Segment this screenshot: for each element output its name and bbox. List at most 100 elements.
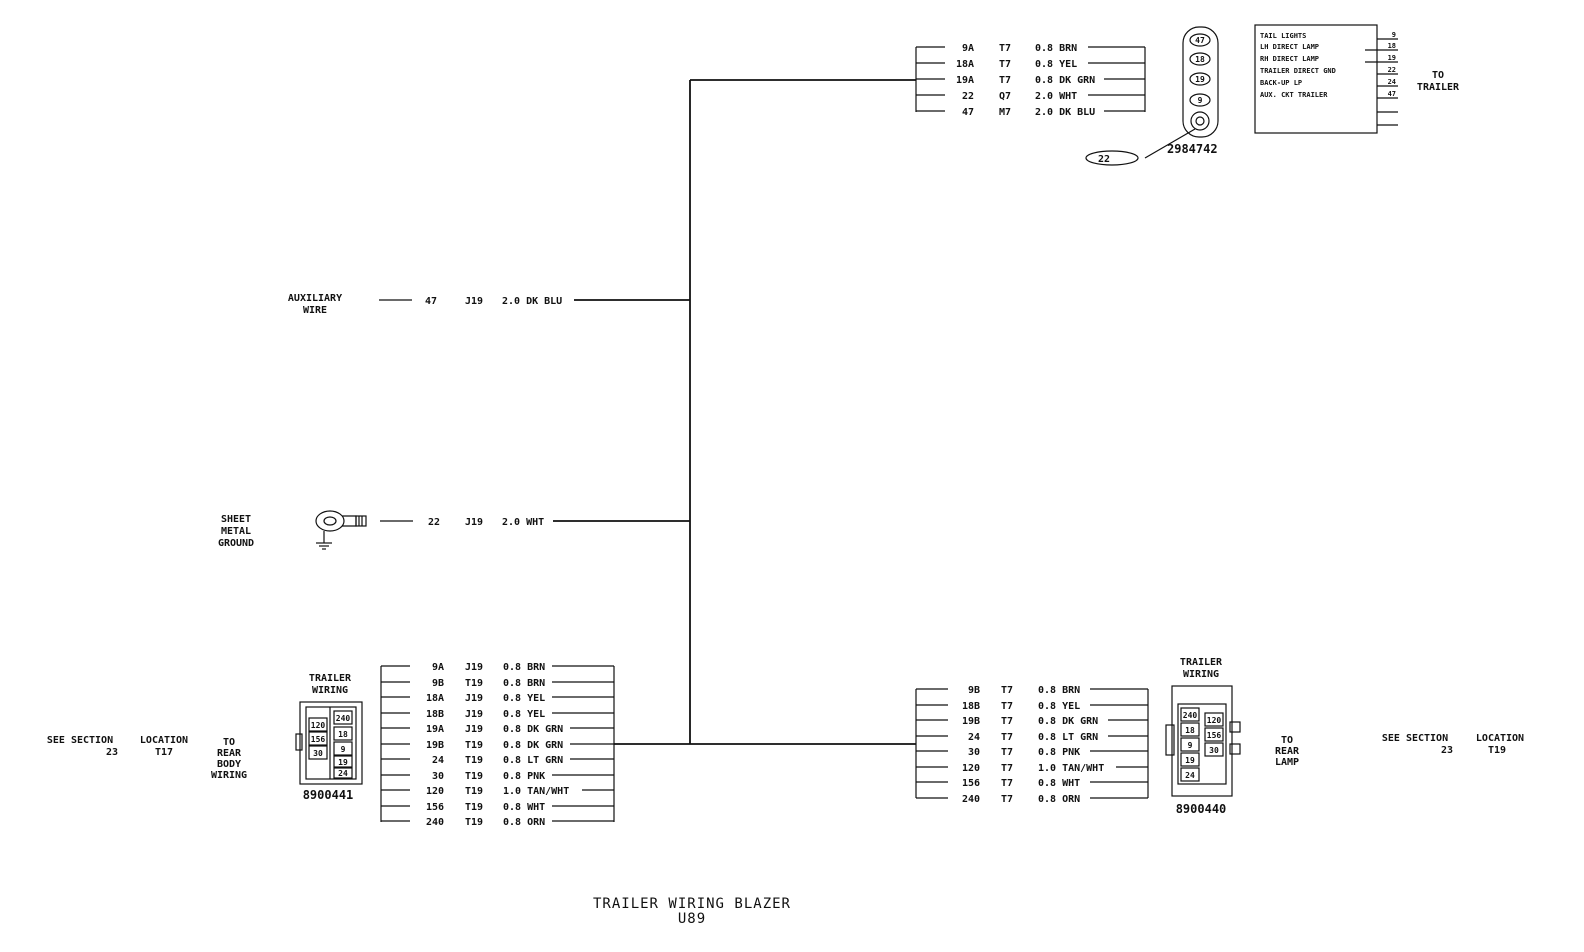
- left-wire-row: 240 T19 0.8 ORN: [381, 817, 614, 828]
- left-wire-row: 9B T19 0.8 BRN: [381, 678, 614, 689]
- top-wire-row: 18A T7 0.8 YEL: [916, 59, 1145, 70]
- svg-text:19: 19: [1195, 75, 1205, 84]
- left-wire-row: 30 T19 0.8 PNK: [381, 771, 614, 782]
- see-section-label: SEE SECTION: [47, 735, 113, 746]
- wire-location: T19: [465, 755, 483, 766]
- svg-text:19: 19: [1185, 756, 1195, 765]
- svg-text:47: 47: [1195, 36, 1205, 45]
- wire-circuit: 19A: [956, 75, 974, 86]
- wire-circuit: 24: [432, 755, 444, 766]
- connector-pin: 9: [1180, 737, 1200, 752]
- wire-spec: 0.8 BRN: [1035, 43, 1077, 54]
- trailer-function-box: TAIL LIGHTS 9 LH DIRECT LAMP 18 RH DIREC…: [1254, 24, 1460, 134]
- left-wire-row: 19A J19 0.8 DK GRN: [381, 724, 614, 735]
- plug-pin: 9: [1189, 93, 1211, 107]
- connector-pin: 240: [333, 710, 353, 725]
- connector-pin: 30: [308, 745, 328, 760]
- function-row: TAIL LIGHTS 9: [1260, 31, 1398, 40]
- wire-spec: 0.8 ORN: [503, 817, 545, 828]
- destination-label: BODY: [217, 759, 241, 770]
- plug-ground-pin: [1190, 111, 1210, 131]
- right-wire-row: 156 T7 0.8 WHT: [916, 778, 1148, 789]
- left-wire-row: 18A J19 0.8 YEL: [381, 693, 614, 704]
- wire-location: T7: [999, 43, 1011, 54]
- wire-spec: 2.0 WHT: [502, 517, 544, 528]
- connector-title: WIRING: [1183, 669, 1219, 680]
- wire-location: M7: [999, 107, 1011, 118]
- wire-location: J19: [465, 693, 483, 704]
- right-wire-row: 19B T7 0.8 DK GRN: [916, 716, 1148, 727]
- section-number: 23: [1441, 745, 1453, 756]
- right-wire-row: 120 T7 1.0 TAN/WHT: [916, 763, 1148, 774]
- to-trailer-label: TO: [1432, 70, 1444, 81]
- right-trailer-wiring-connector: TRAILER WIRING 240 120 18 156 9 30: [1165, 657, 1241, 816]
- wire-circuit: 18B: [426, 709, 444, 720]
- function-row: AUX. CKT TRAILER 47: [1260, 90, 1398, 99]
- location-label: LOCATION: [1476, 733, 1524, 744]
- wire-location: T19: [465, 678, 483, 689]
- svg-text:47: 47: [1388, 90, 1396, 98]
- connector-pin: 18: [333, 726, 353, 741]
- destination-label: TO: [1281, 735, 1293, 746]
- wire-spec: 0.8 WHT: [503, 802, 545, 813]
- wire-spec: 0.8 BRN: [503, 662, 545, 673]
- left-trailer-wiring-connector: TRAILER WIRING 120 240 156 18 30 9: [295, 673, 363, 802]
- wire-location: T19: [465, 786, 483, 797]
- svg-text:TAIL LIGHTS: TAIL LIGHTS: [1260, 32, 1306, 40]
- wire-spec: 0.8 BRN: [1038, 685, 1080, 696]
- wire-location: T7: [1001, 747, 1013, 758]
- plug-pin: 18: [1189, 52, 1211, 66]
- connector-title: TRAILER: [309, 673, 352, 684]
- wire-circuit: 9A: [962, 43, 974, 54]
- wire-circuit: 9B: [432, 678, 444, 689]
- wire-location: T7: [1001, 732, 1013, 743]
- connector-body: [299, 701, 363, 785]
- wire-spec: 0.8 YEL: [503, 709, 545, 720]
- wire-location: Q7: [999, 91, 1011, 102]
- destination-label: TO: [223, 737, 235, 748]
- top-wire-row: 47 M7 2.0 DK BLU: [916, 107, 1145, 118]
- top-wire-row: 22 Q7 2.0 WHT: [916, 91, 1145, 102]
- connector-pin: 30: [1204, 742, 1224, 757]
- wire-location: T7: [999, 75, 1011, 86]
- left-wire-row: 18B J19 0.8 YEL: [381, 709, 614, 720]
- svg-text:18: 18: [1195, 55, 1205, 64]
- wire-location: T19: [465, 771, 483, 782]
- right-wire-row: 240 T7 0.8 ORN: [916, 794, 1148, 805]
- svg-text:9: 9: [1198, 96, 1203, 105]
- function-row: RH DIRECT LAMP 19: [1260, 54, 1398, 63]
- wire-spec: 2.0 WHT: [1035, 91, 1077, 102]
- plug-pin: 47: [1189, 33, 1211, 47]
- svg-text:30: 30: [313, 749, 323, 758]
- destination-label: WIRING: [211, 770, 247, 781]
- svg-text:24: 24: [338, 769, 348, 778]
- wire-location: J19: [465, 662, 483, 673]
- wire-circuit: 9A: [432, 662, 444, 673]
- svg-text:120: 120: [1207, 716, 1222, 725]
- diagram-subtitle: U89: [678, 911, 706, 927]
- wire-circuit: 30: [432, 771, 444, 782]
- wire-location: T7: [1001, 701, 1013, 712]
- wire-spec: 0.8 ORN: [1038, 794, 1080, 805]
- connector-title: TRAILER: [1180, 657, 1223, 668]
- svg-text:AUX. CKT TRAILER: AUX. CKT TRAILER: [1260, 91, 1328, 99]
- svg-text:156: 156: [311, 735, 326, 744]
- sheet-metal-ground: SHEET METAL GROUND 22 J19 2.0 WHT: [218, 510, 544, 550]
- wire-spec: 0.8 YEL: [1038, 701, 1080, 712]
- function-row: BACK-UP LP 24: [1260, 78, 1398, 87]
- diagram-title: TRAILER WIRING BLAZER: [593, 896, 791, 912]
- wire-circuit: 18A: [956, 59, 974, 70]
- wire-location: T19: [465, 802, 483, 813]
- wire-spec: 0.8 DK GRN: [1038, 716, 1098, 727]
- connector-pin: 24: [1180, 767, 1200, 782]
- svg-text:9: 9: [1392, 31, 1396, 39]
- left-wire-row: 24 T19 0.8 LT GRN: [381, 755, 614, 766]
- function-row: TRAILER DIRECT GND 22: [1260, 66, 1398, 75]
- location-value: T17: [155, 747, 173, 758]
- wire-location: T19: [465, 740, 483, 751]
- svg-text:TRAILER DIRECT GND: TRAILER DIRECT GND: [1260, 67, 1336, 75]
- svg-text:18: 18: [1388, 42, 1396, 50]
- ground-label: SHEET: [221, 514, 251, 525]
- ground-label: METAL: [221, 526, 251, 537]
- left-wire-row: 9A J19 0.8 BRN: [381, 662, 614, 673]
